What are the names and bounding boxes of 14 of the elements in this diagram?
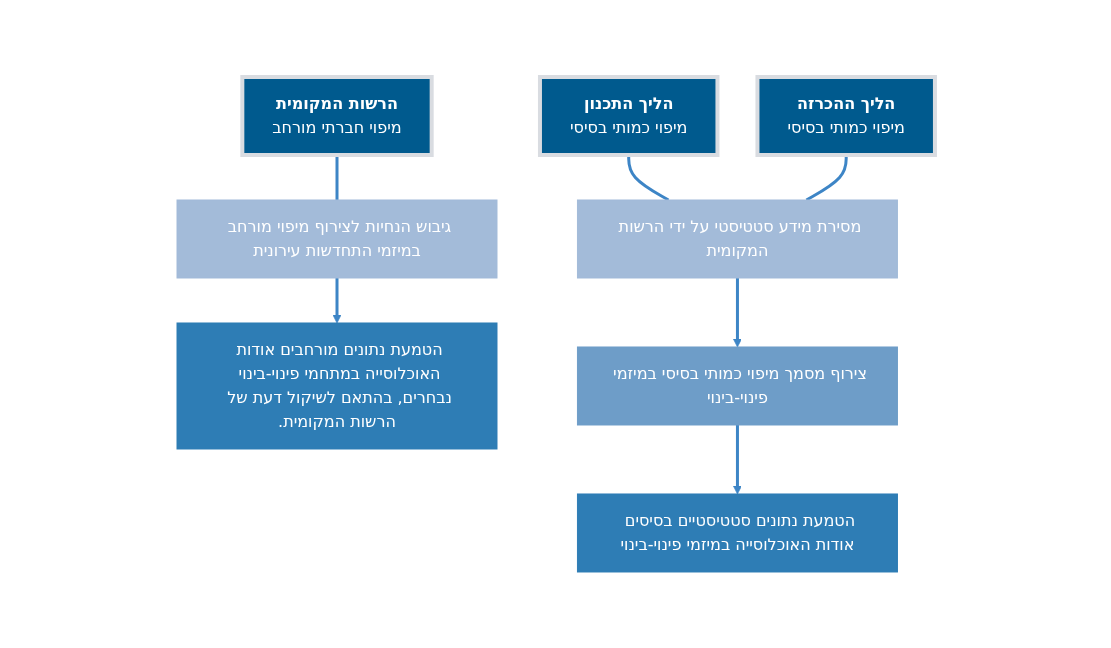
- arrow: [732, 424, 742, 494]
- connector: [805, 154, 848, 201]
- connector: [335, 154, 338, 200]
- arrow: [332, 277, 341, 323]
- node-box: מסירת מידע סטטיסטי על ידי הרשות המקומית: [576, 199, 898, 278]
- node-box: צירוף מסמך מיפוי כמותי בסיסי במיזמי פינוי-בינוי: [576, 346, 898, 425]
- node-box: הרשות המקומית מיפוי חברתי מורחב: [239, 74, 434, 157]
- arrow: [732, 277, 742, 347]
- node-box: הליך ההכרזה מיפוי כמותי בסיסי: [754, 74, 937, 157]
- node-box: הטמעת נתונים מורחבים אודות האוכלוסייה במתחמי פינוי-בינוי נבחרים, בהתאם לשיקול דעת של הרשות המקומית.: [176, 322, 497, 449]
- node-box: הטמעת נתונים סטטיסטיים בסיסים אודות האוכלוסייה במיזמי פינוי-בינוי: [576, 493, 898, 572]
- node-box: הליך התכנון מיפוי כמותי בסיסי: [537, 74, 719, 157]
- node-box: גיבוש הנחיות לצירוף מיפוי מורחב במיזמי התחדשות עירונית: [176, 199, 497, 278]
- connector: [626, 154, 669, 201]
